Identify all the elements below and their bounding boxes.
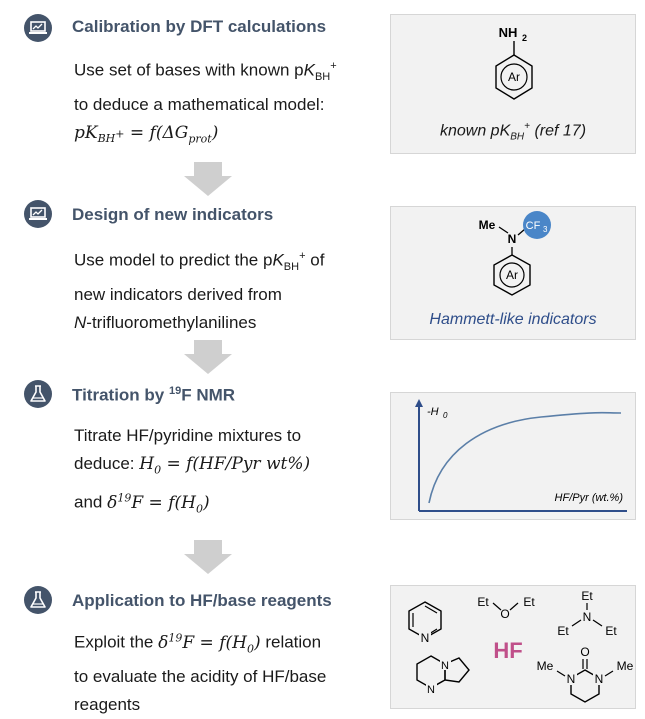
amine-n: N	[583, 610, 592, 624]
chart-x-label: HF/Pyr (wt.%)	[555, 492, 624, 504]
ether-structure: Et O Et	[477, 595, 535, 621]
ether-right: Et	[523, 595, 535, 609]
step3-formula-h0: H0 = f(HF/Pyr wt%)	[139, 454, 311, 477]
step3-title: Titration by 19F NMR	[72, 385, 236, 405]
indicator-methyl: Me	[479, 218, 496, 232]
pyridine-structure: N	[408, 601, 442, 645]
indicator-cf3-sub: 3	[543, 225, 548, 234]
chart-y-label: -H	[427, 406, 439, 418]
down-arrow-2	[184, 340, 232, 374]
aniline-structure: Ar NH 2	[495, 25, 533, 100]
panel-reagents: N Et O Et Et N Et Et HF N	[390, 585, 636, 709]
step2-computer-icon	[24, 200, 52, 228]
step1-computer-icon	[24, 14, 52, 42]
pyridine-n: N	[421, 631, 430, 645]
indicator-nitrogen: N	[508, 232, 517, 246]
hf-label: HF	[493, 638, 522, 663]
step2-title: Design of new indicators	[72, 205, 274, 224]
step1-formula: pKBH+ = f(ΔGprot)	[74, 123, 219, 146]
triethylamine-structure: Et N Et Et	[557, 589, 617, 638]
indicator-caption: Hammett-like indicators	[429, 311, 597, 328]
down-arrow-1	[184, 162, 232, 196]
dmpu-n-left: N	[567, 672, 576, 686]
dmpu-o: O	[580, 645, 589, 659]
step4-flask-icon	[24, 586, 52, 614]
step3-flask-icon	[24, 380, 52, 408]
reagent-structures: N Et O Et Et N Et Et HF N	[408, 589, 634, 703]
amine-left: Et	[557, 624, 569, 638]
panel-aniline: Ar NH 2 known pKBH+ (ref 17)	[390, 14, 636, 154]
titration-curve: -H 0 HF/Pyr (wt.%)	[415, 399, 627, 512]
step4-formula: δ19F = f(H0)	[158, 631, 261, 656]
dbu-structure: N N	[416, 655, 470, 696]
step2-body: Use model to predict the pKBH+ of new in…	[74, 250, 325, 333]
dmpu-n-right: N	[595, 672, 604, 686]
ether-left: Et	[477, 595, 489, 609]
dbu-n-bottom: N	[427, 684, 435, 696]
aniline-ring-label: Ar	[508, 70, 520, 84]
aniline-caption: known pKBH+ (ref 17)	[439, 121, 587, 143]
panel-indicator: Me N CF 3 Ar Hammett-like indicators	[390, 206, 636, 340]
dmpu-me-left: Me	[537, 659, 554, 673]
dmpu-me-right: Me	[617, 659, 634, 673]
step3-formula-delta: δ19F = f(H0)	[107, 491, 210, 516]
amine-top: Et	[581, 589, 593, 603]
step3-body: Titrate HF/pyridine mixtures to deduce: …	[74, 426, 311, 516]
indicator-structure: Me N CF 3 Ar	[479, 211, 551, 296]
dbu-n-top: N	[441, 660, 449, 672]
indicator-cf3: CF	[526, 220, 541, 232]
aniline-amine-label: NH	[499, 25, 518, 40]
step4-title: Application to HF/base reagents	[72, 591, 332, 610]
ether-o: O	[500, 607, 509, 621]
indicator-ring-label: Ar	[506, 268, 518, 282]
amine-right: Et	[605, 624, 617, 638]
step1-title: Calibration by DFT calculations	[72, 17, 327, 36]
cf3-badge	[523, 211, 551, 239]
chart-y-label-sub: 0	[443, 411, 448, 420]
down-arrow-3	[184, 540, 232, 574]
step1-body: Use set of bases with known pKBH+ to ded…	[74, 52, 360, 153]
dmpu-structure: O N N Me Me	[537, 645, 634, 703]
panel-titration-chart: -H 0 HF/Pyr (wt.%)	[390, 392, 636, 520]
aniline-amine-sub: 2	[522, 33, 527, 43]
step4-body: Exploit the δ19F = f(H0) relation to eva…	[74, 631, 327, 715]
